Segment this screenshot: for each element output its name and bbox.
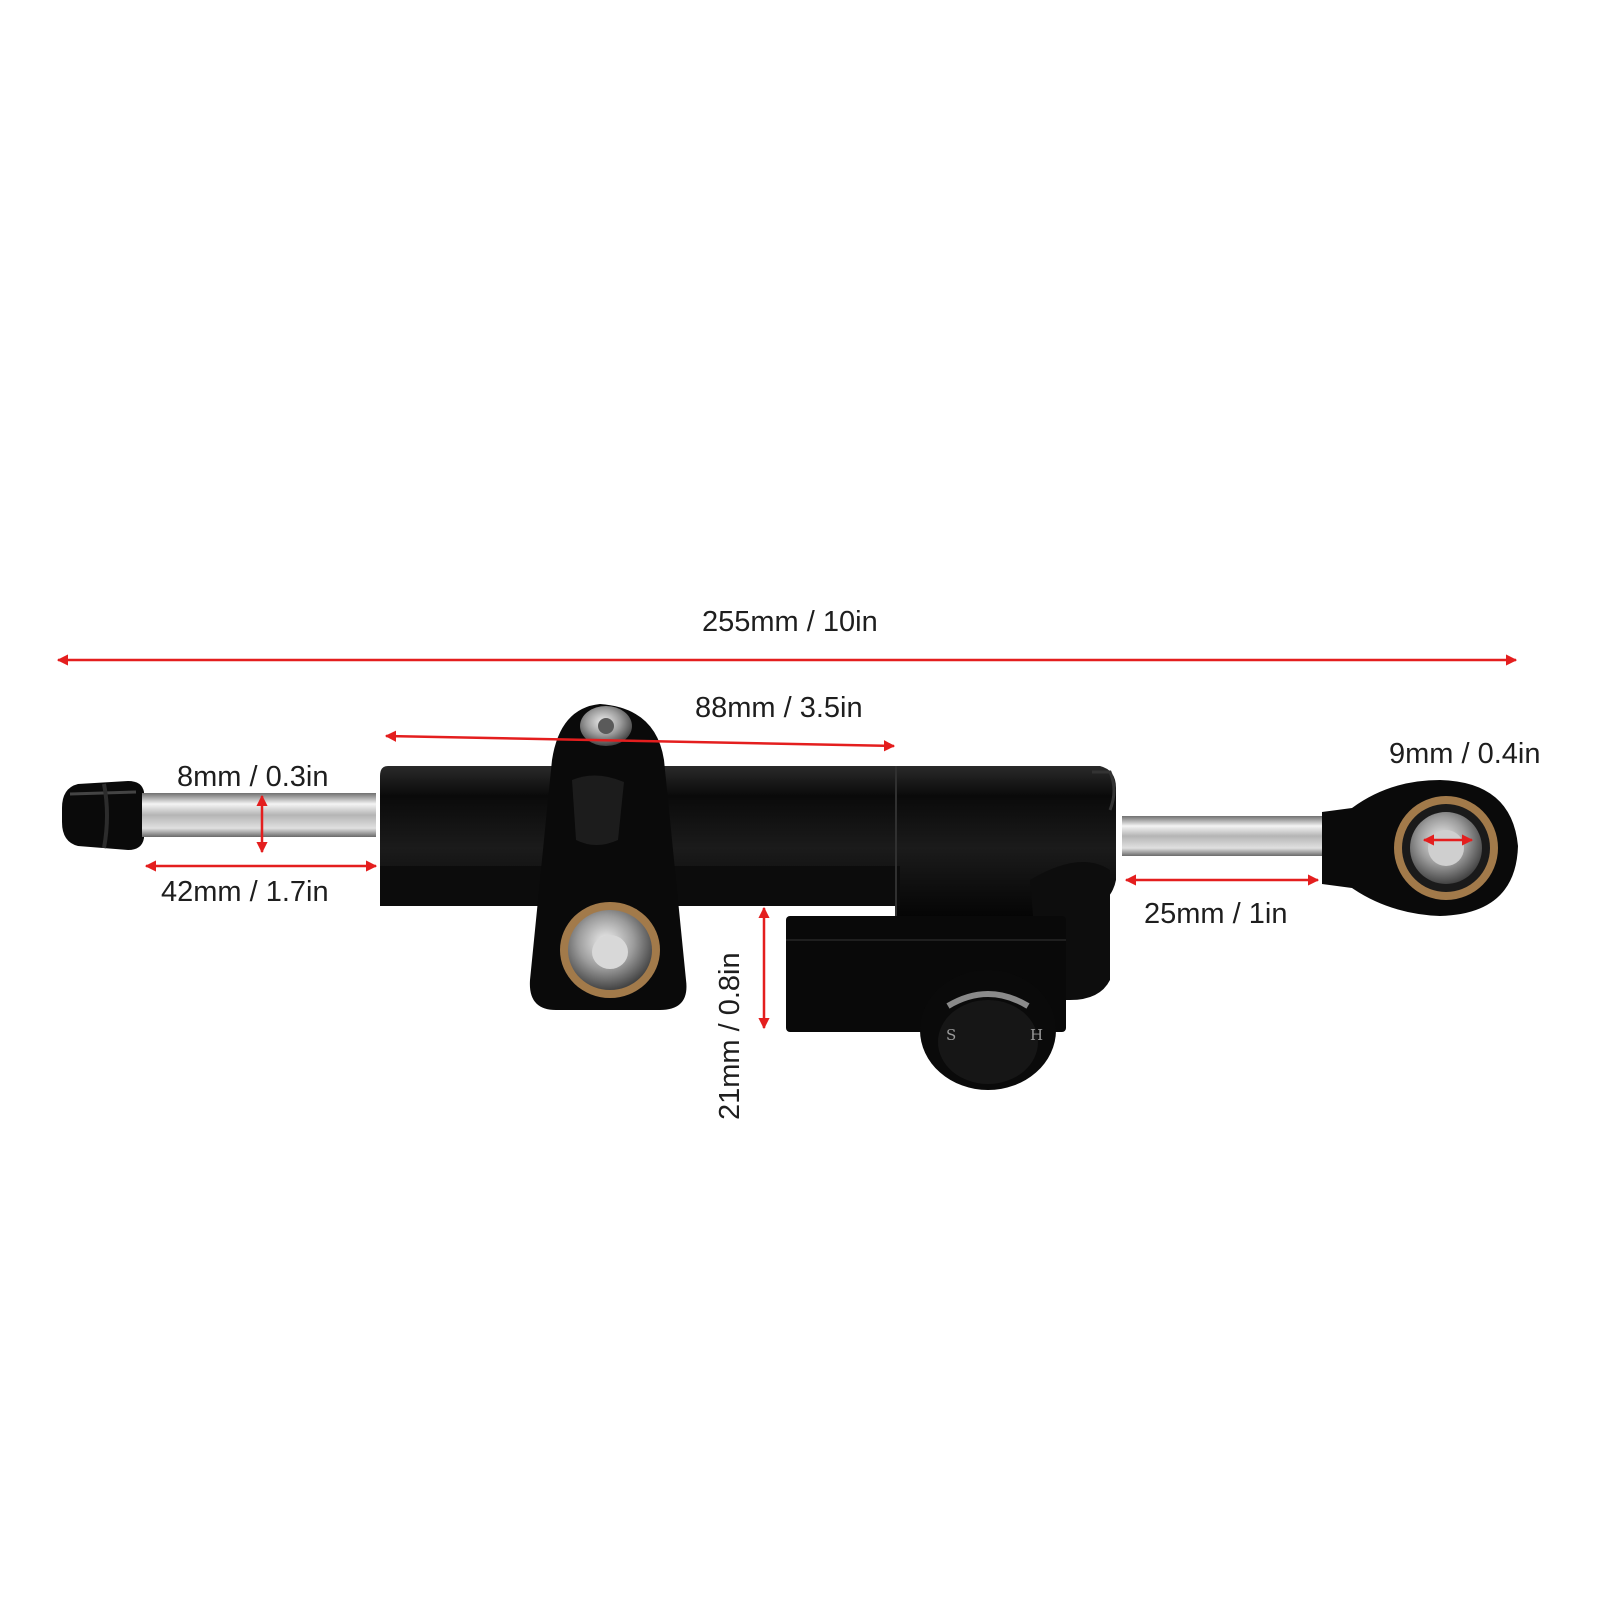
left-end-cap bbox=[62, 781, 144, 850]
body-length-label: 88mm / 3.5in bbox=[695, 692, 863, 724]
right-piston-rod bbox=[1122, 816, 1322, 856]
knob-mark-soft: S bbox=[946, 1026, 956, 1044]
rod-end-eyelet bbox=[1322, 780, 1518, 916]
knob-mark-hard: H bbox=[1030, 1026, 1043, 1044]
left-piston-rod bbox=[142, 793, 376, 837]
bracket-height-label: 21mm / 0.8in bbox=[714, 952, 746, 1120]
eye-diameter-label: 9mm / 0.4in bbox=[1389, 738, 1541, 770]
total-length-label: 255mm / 10in bbox=[702, 606, 878, 638]
arrow-body-length bbox=[384, 730, 896, 752]
dimension-arrows bbox=[56, 654, 1518, 1030]
adjustment-knob: S H bbox=[920, 970, 1056, 1090]
stroke-label: 25mm / 1in bbox=[1144, 898, 1288, 930]
rod-length-label: 42mm / 1.7in bbox=[161, 876, 329, 908]
mounting-bracket bbox=[529, 704, 687, 1010]
rod-diameter-label: 8mm / 0.3in bbox=[177, 761, 329, 793]
